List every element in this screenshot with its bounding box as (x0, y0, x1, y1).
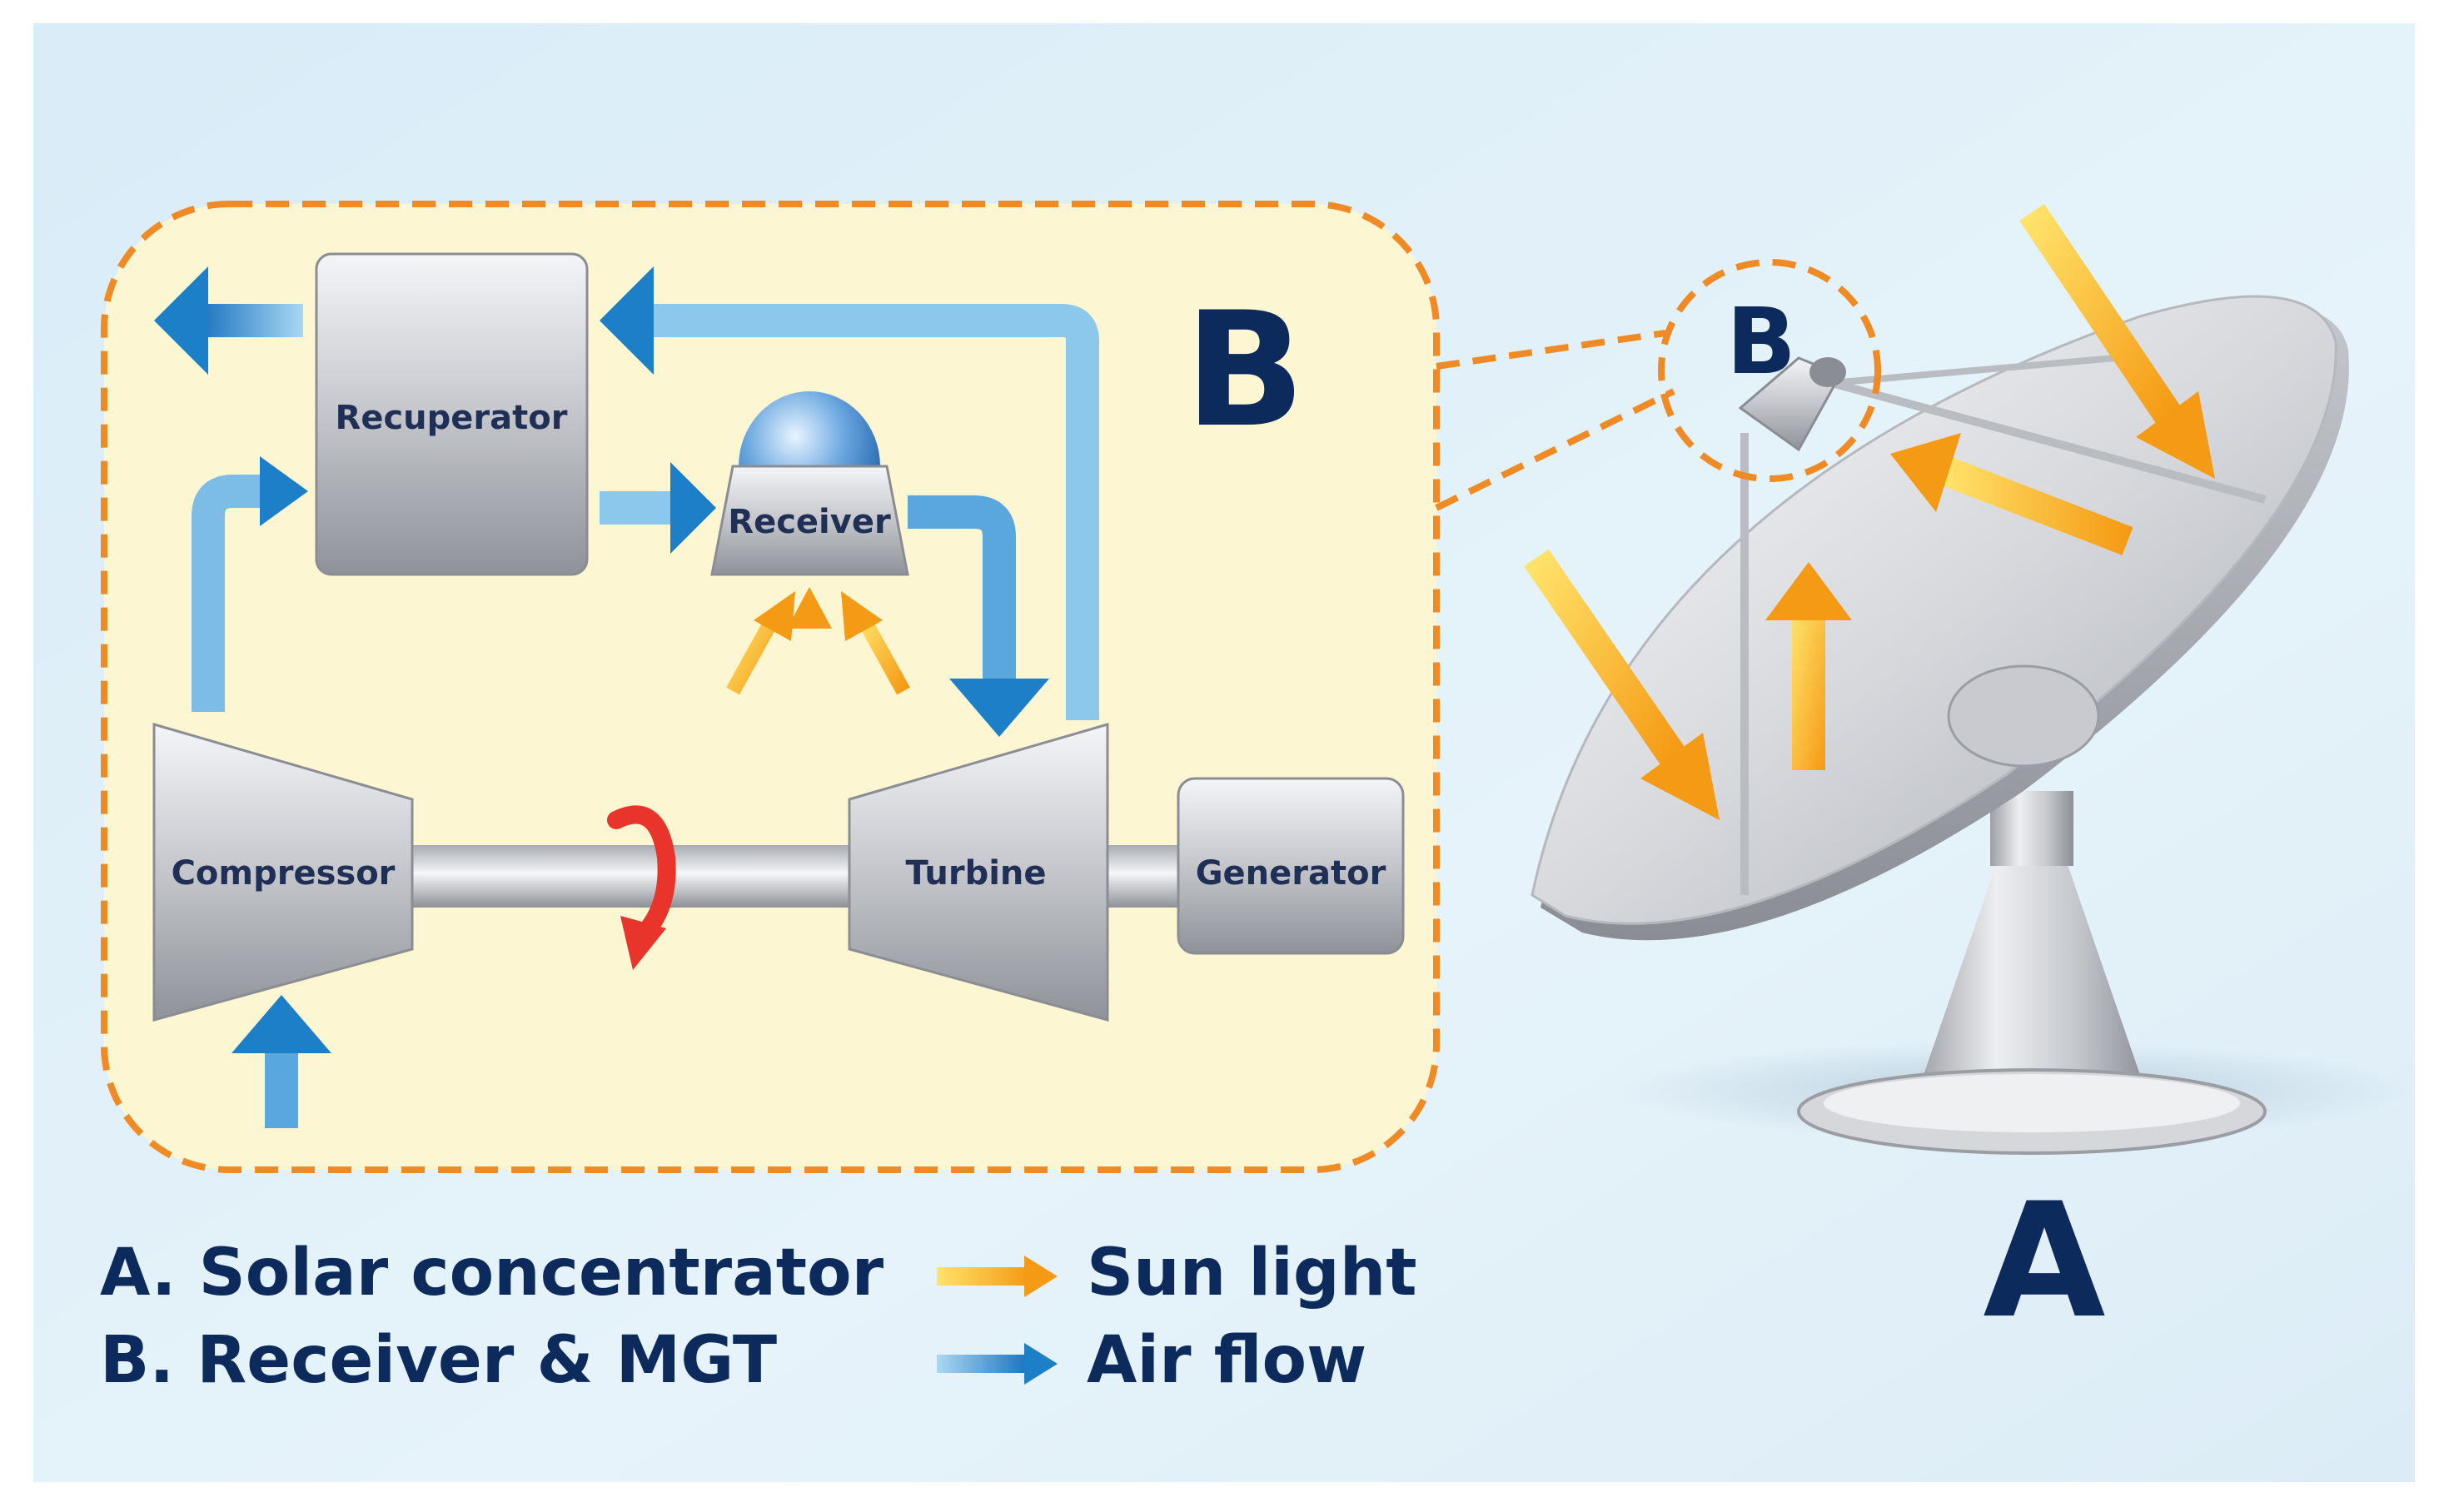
air-turbine-to-recuperator-arrow (600, 266, 1099, 720)
air-compressor-to-recuperator-arrow (192, 456, 308, 712)
receiver-label: Receiver (728, 503, 891, 541)
turbine-label: Turbine (905, 854, 1046, 893)
generator-block: Generator (1177, 777, 1405, 955)
dish-receiver-aperture (1809, 357, 1846, 387)
receiver-block: Receiver (710, 391, 909, 576)
air-receiver-to-turbine-arrow (908, 495, 1049, 737)
dish-focus-letter-b: B (1726, 288, 1796, 395)
legend-air-arrow-head (1024, 1343, 1058, 1385)
air-recuperator-to-receiver-arrow (600, 462, 716, 554)
dish-bowl (1531, 295, 2337, 925)
dish-strut-right (1830, 379, 2267, 504)
receiver-sunlight-arrows (726, 587, 910, 708)
air-inlet-arrow (231, 995, 331, 1128)
legend-sun-light-label: Sun light (1087, 1236, 1417, 1311)
air-exhaust-arrow (154, 266, 303, 375)
legend-air-flow-label: Air flow (1087, 1323, 1366, 1398)
inset-connector-lines (1435, 330, 1675, 511)
legend-sun-light: Sun light (937, 1236, 1417, 1311)
legend-item-b: B. Receiver & MGT (100, 1323, 777, 1398)
dish-letter-a: A (1983, 1169, 2105, 1353)
dish-base-top (1824, 1074, 2240, 1132)
sun-arrow-head-4 (1765, 562, 1852, 620)
compressor-block: Compressor (152, 723, 414, 1022)
legend-sun-arrow-shaft (937, 1267, 1028, 1286)
sun-arrow-head-1 (2136, 391, 2215, 479)
legend-sun-arrow-head (1024, 1256, 1058, 1297)
turbine-block: Turbine (848, 723, 1109, 1022)
sun-arrow-head-2 (1890, 433, 1961, 512)
rotation-arrow (607, 805, 676, 970)
compressor-label: Compressor (172, 854, 396, 893)
legend: A. Solar concentrator B. Receiver & MGT … (100, 1236, 1417, 1398)
generator-label: Generator (1196, 854, 1386, 893)
dish-sunlight-arrows (1524, 203, 2215, 820)
legend-air-flow: Air flow (937, 1323, 1366, 1398)
dish-hub (1947, 664, 2100, 768)
recuperator-block: Recuperator (315, 252, 589, 576)
dish-stand (1915, 858, 2148, 1099)
sun-arrow-head-3 (1640, 733, 1720, 820)
inset-letter-b: B (1185, 278, 1306, 462)
legend-air-arrow-shaft (937, 1355, 1028, 1373)
legend-item-a: A. Solar concentrator (100, 1236, 884, 1311)
solar-dish (1531, 295, 2349, 1155)
focus-highlight-circle (1658, 259, 1881, 482)
recuperator-label: Recuperator (336, 399, 568, 437)
sun-arrow-shaft-4 (1792, 616, 1825, 770)
